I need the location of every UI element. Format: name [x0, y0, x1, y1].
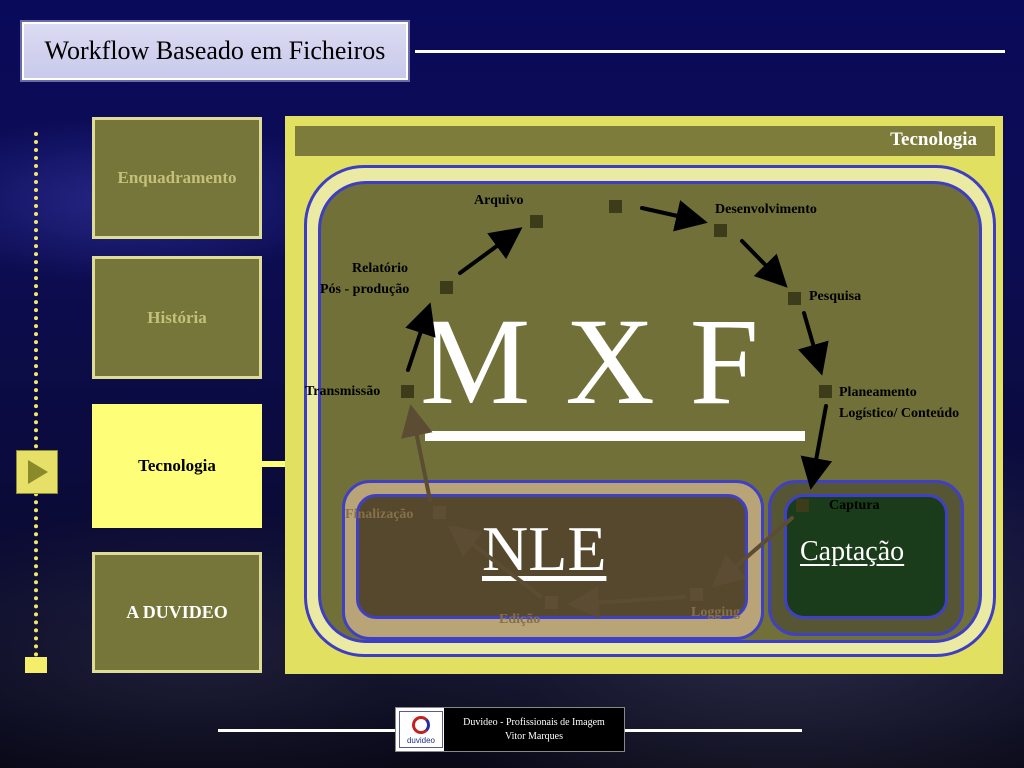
- label-arquivo: Arquivo: [474, 193, 524, 208]
- play-arrow-icon: [28, 460, 48, 484]
- mxf-title: M X F: [420, 293, 761, 430]
- nav-item-label: História: [147, 307, 207, 327]
- nav-item-duvideo[interactable]: A DUVIDEO: [92, 552, 262, 673]
- slide-title-text: Workflow Baseado em Ficheiros: [44, 36, 386, 65]
- active-connector: [262, 461, 290, 467]
- workflow-node-captura: [796, 499, 809, 512]
- label-relatorio-2: Pós - produção: [320, 282, 410, 297]
- captacao-inner-box: [784, 494, 948, 619]
- slide-title: Workflow Baseado em Ficheiros: [20, 20, 410, 82]
- label-edicao: Edição: [499, 612, 541, 627]
- workflow-node-desenvolvimento: [714, 224, 727, 237]
- panel-header-text: Tecnologia: [890, 129, 977, 150]
- footer-text: Duvideo - Profissionais de Imagem Vitor …: [444, 708, 624, 751]
- workflow-node-transmissao: [401, 385, 414, 398]
- workflow-node-pesquisa: [788, 292, 801, 305]
- duvideo-logo: duvideo: [399, 711, 443, 748]
- workflow-node-relatorio: [440, 281, 453, 294]
- footer-company: Duvideo - Profissionais de Imagem: [463, 716, 605, 728]
- mxf-underline: [425, 431, 805, 441]
- timeline-dotted-line: [34, 132, 38, 657]
- nav-item-historia[interactable]: História: [92, 256, 262, 379]
- label-relatorio-1: Relatório: [352, 261, 408, 276]
- nav-item-label: A DUVIDEO: [126, 602, 228, 622]
- label-transmissao: Transmissão: [305, 384, 381, 399]
- workflow-node-edicao: [545, 596, 558, 609]
- label-pesquisa: Pesquisa: [809, 289, 862, 304]
- nav-item-enquadramento[interactable]: Enquadramento: [92, 117, 262, 239]
- nav-item-tecnologia[interactable]: Tecnologia: [92, 404, 262, 528]
- footer-credits: duvideo Duvideo - Profissionais de Image…: [395, 707, 625, 752]
- label-logging: Logging: [691, 605, 741, 620]
- label-desenvolvimento: Desenvolvimento: [715, 202, 817, 217]
- label-finalizacao: Finalização: [345, 507, 414, 522]
- panel-header: Tecnologia: [295, 126, 995, 156]
- workflow-node-logging: [690, 588, 703, 601]
- workflow-node-finalizacao: [433, 506, 446, 519]
- title-divider: [415, 50, 1005, 53]
- label-planeamento-1: Planeamento: [839, 385, 917, 400]
- workflow-node-arquivo: [530, 215, 543, 228]
- label-captura: Captura: [829, 498, 880, 513]
- current-section-marker[interactable]: [16, 450, 58, 494]
- timeline-end-marker: [25, 657, 47, 673]
- workflow-node-planeamento: [819, 385, 832, 398]
- footer-line-left: [218, 729, 395, 732]
- nle-label: NLE: [482, 513, 607, 584]
- nav-item-label: Tecnologia: [138, 456, 216, 475]
- nav-item-label: Enquadramento: [117, 168, 237, 187]
- label-planeamento-2: Logístico/ Conteúdo: [839, 406, 960, 421]
- footer-line-right: [625, 729, 802, 732]
- workflow-node-top: [609, 200, 622, 213]
- duvideo-logo-text: duvideo: [406, 736, 436, 745]
- footer-author: Vitor Marques: [505, 730, 563, 742]
- captacao-label: Captação: [800, 536, 905, 567]
- duvideo-logo-icon: [412, 716, 430, 734]
